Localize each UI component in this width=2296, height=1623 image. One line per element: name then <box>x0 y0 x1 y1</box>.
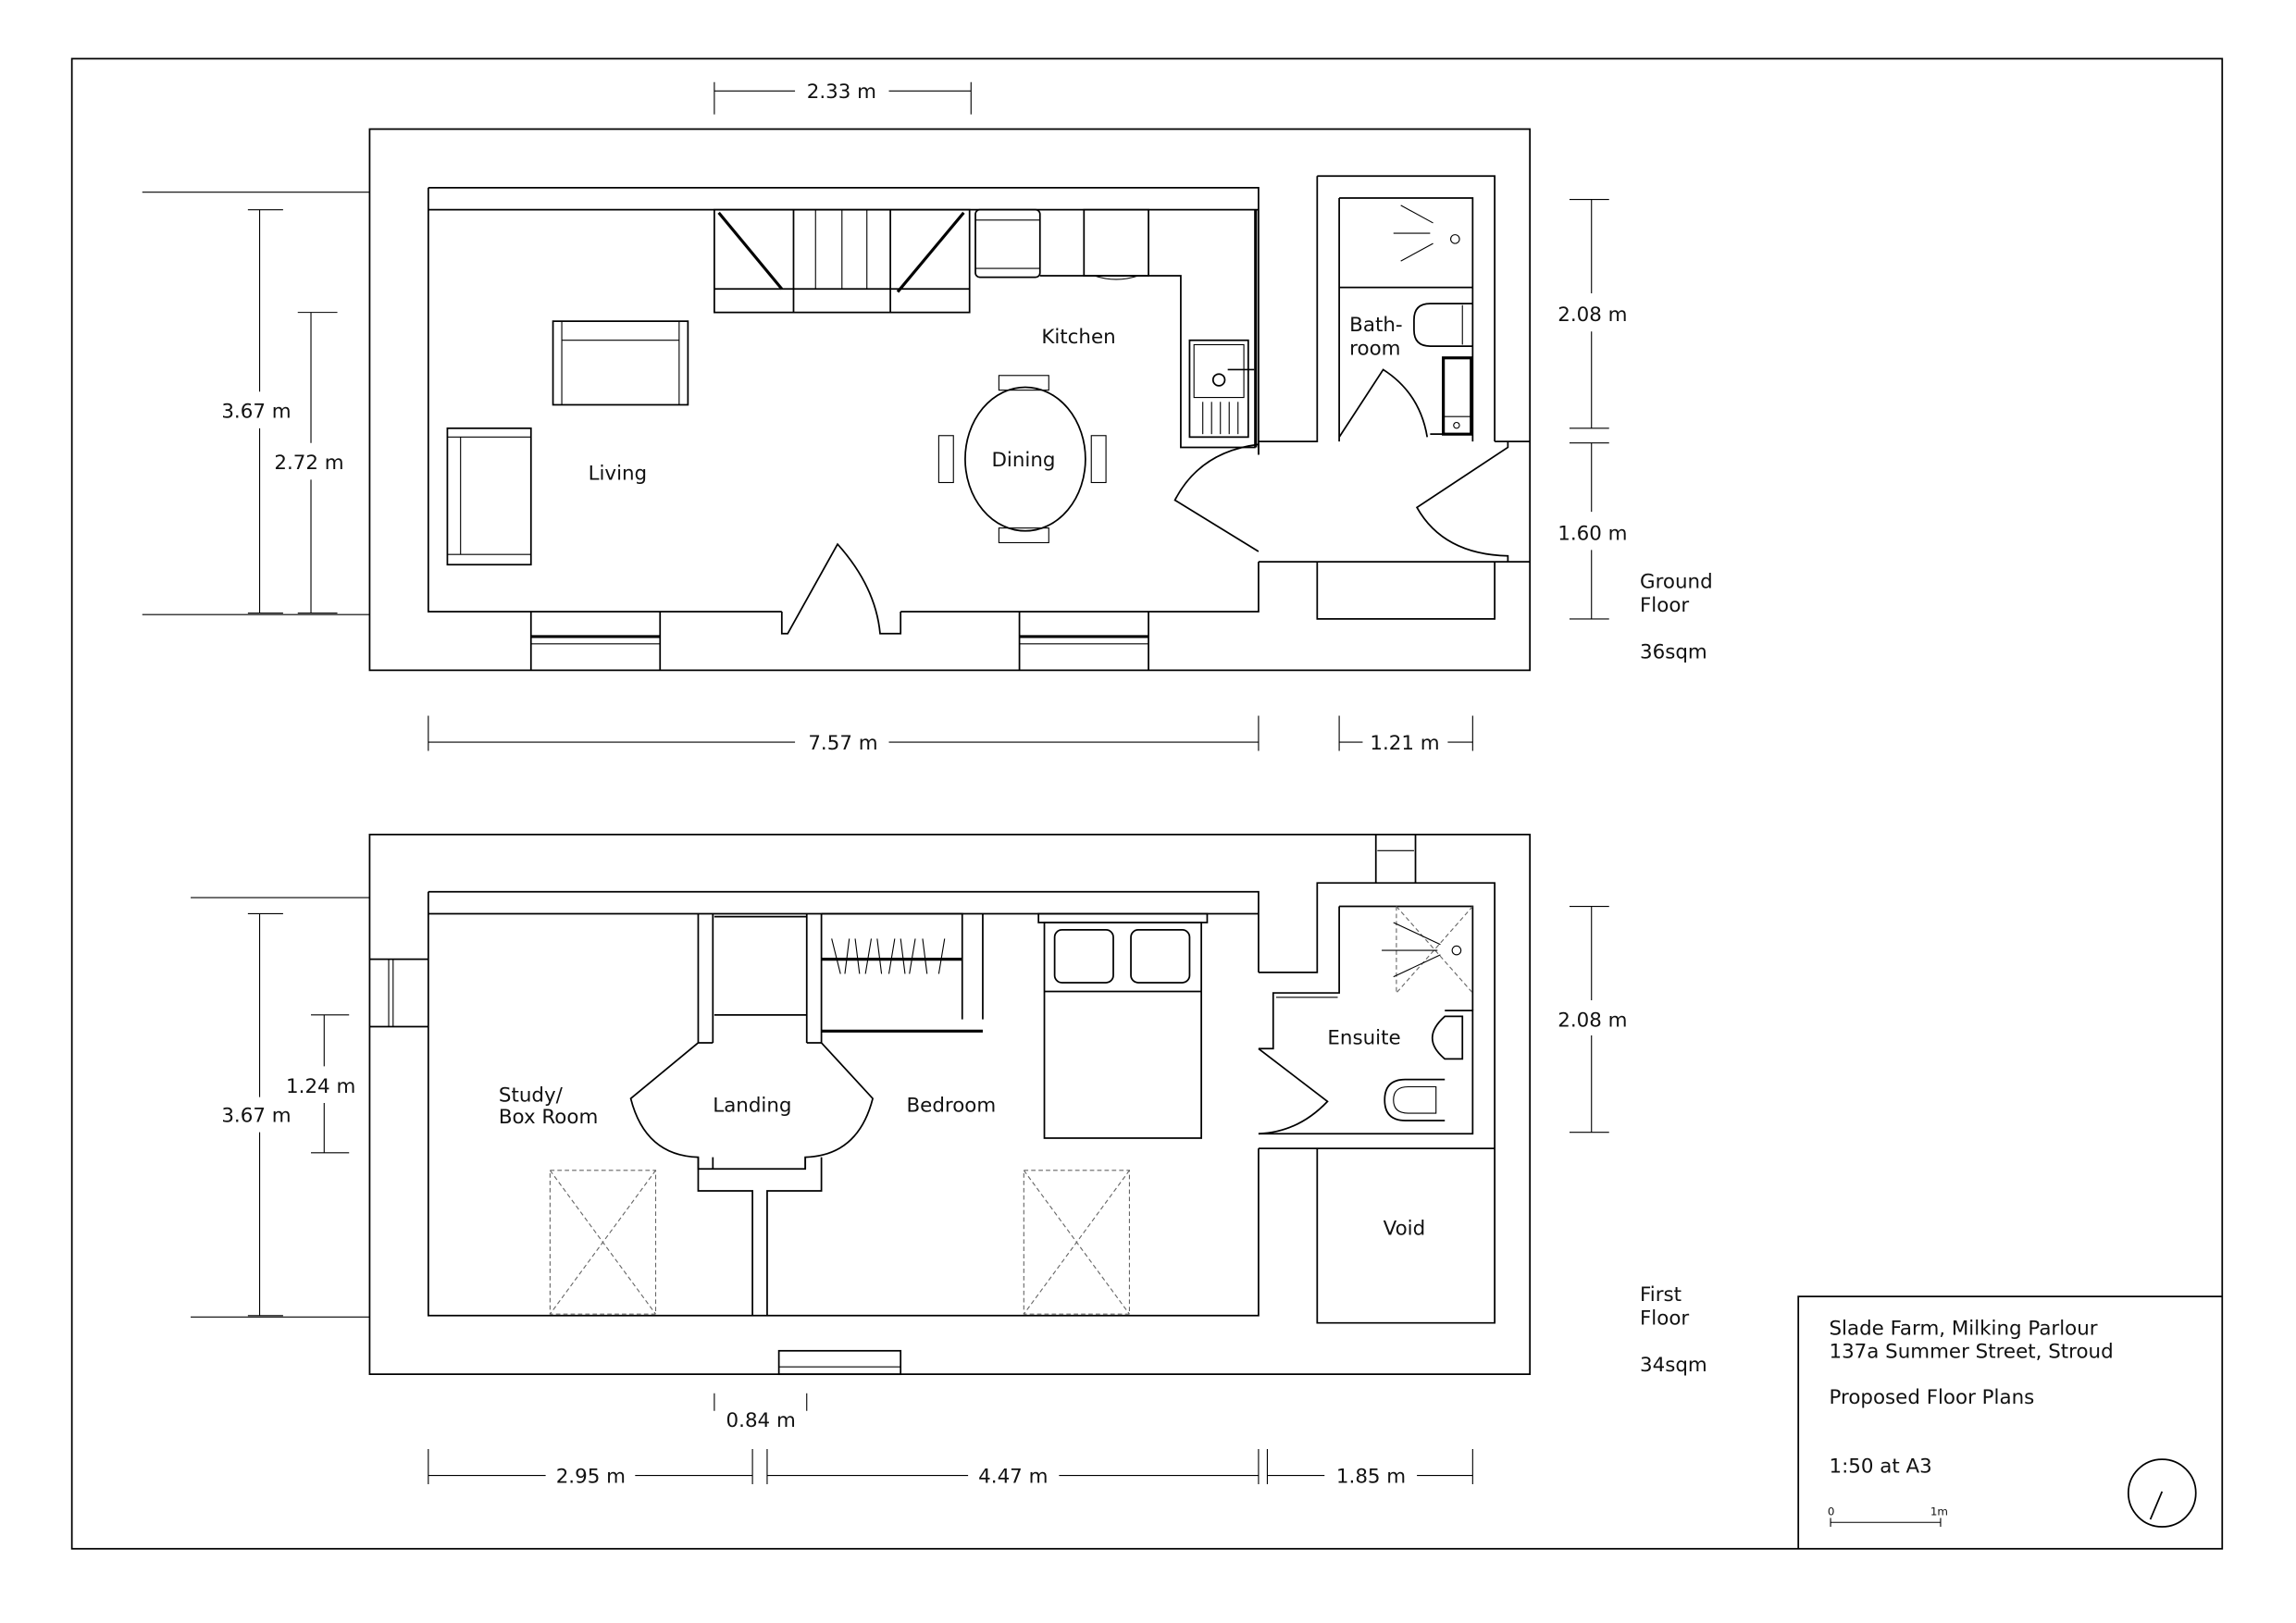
ff-room-study-2: Box Room <box>499 1106 598 1129</box>
gf-area: 36sqm <box>1640 641 1707 664</box>
title-block: Slade Farm, Milking Parlour 137a Summer … <box>1797 1295 2223 1549</box>
gf-shower-icon <box>1393 204 1460 262</box>
gf-window-left <box>529 611 662 671</box>
ff-area: 34sqm <box>1640 1354 1707 1377</box>
ff-landing-walls <box>697 913 823 1044</box>
ff-toilet-icon <box>1384 1078 1446 1121</box>
svg-text:2.33 m: 2.33 m <box>807 81 876 104</box>
svg-text:1.21 m: 1.21 m <box>1370 732 1439 755</box>
scale-bar: 0 1m <box>1828 1505 1948 1528</box>
svg-text:0.84 m: 0.84 m <box>726 1409 796 1432</box>
ff-shower-icon <box>1382 906 1473 994</box>
gf-room-dining: Dining <box>991 449 1055 472</box>
gf-floor-label-1: Ground <box>1640 571 1713 594</box>
gf-floor-label-2: Floor <box>1640 594 1689 617</box>
gf-bathroom-walls <box>1258 175 1496 442</box>
gf-sofa <box>446 427 532 566</box>
gf-dim-right: 2.08 m 1.60 m <box>1558 199 1627 620</box>
ff-landing <box>629 1042 875 1171</box>
gf-front-door[interactable] <box>780 542 902 635</box>
ff-rooflight-bedroom <box>1023 1170 1131 1315</box>
project-address: 137a Summer Street, Stroud <box>1829 1341 2113 1364</box>
gf-outer-wall <box>368 128 1532 672</box>
gf-room-kitchen: Kitchen <box>1041 326 1115 349</box>
gf-dim-bottom: 7.57 m 1.21 m <box>428 715 1473 755</box>
gf-dim-left: 3.67 m 2.72 m <box>142 192 370 615</box>
ff-ensuite-door[interactable] <box>1258 1047 1329 1135</box>
ff-dim-right: 2.08 m <box>1558 905 1627 1134</box>
project-name: Slade Farm, Milking Parlour <box>1829 1317 2097 1340</box>
svg-text:3.67 m: 3.67 m <box>221 401 291 424</box>
sheet-border <box>70 57 2224 1550</box>
gf-toilet-icon <box>1413 303 1473 347</box>
ff-room-landing: Landing <box>713 1094 791 1117</box>
north-arrow-icon <box>2127 1458 2197 1528</box>
svg-text:2.95 m: 2.95 m <box>556 1465 626 1488</box>
ground-floor-plan: Kitchen Dining Living Bath- room 2.33 m … <box>142 81 1713 755</box>
drawing-title: Proposed Floor Plans <box>1829 1386 2034 1409</box>
gf-bathroom-door[interactable] <box>1338 368 1429 438</box>
svg-text:1.24 m: 1.24 m <box>286 1075 355 1098</box>
gf-hall-door[interactable] <box>1173 443 1260 552</box>
gf-dim-top: 2.33 m <box>714 81 972 115</box>
ff-ensuite-walls <box>1258 882 1496 1324</box>
svg-text:2.72 m: 2.72 m <box>274 452 343 475</box>
ff-floor-label-2: Floor <box>1640 1307 1689 1330</box>
ff-bed <box>1037 912 1209 1139</box>
ff-rooflight-study <box>549 1170 657 1315</box>
gf-kitchen-units <box>714 208 1258 449</box>
svg-text:1.60 m: 1.60 m <box>1558 522 1627 545</box>
gf-room-bathroom-2: room <box>1349 338 1400 361</box>
ff-outer-wall <box>368 834 1532 1376</box>
ff-room-bedroom: Bedroom <box>907 1094 997 1117</box>
svg-text:4.47 m: 4.47 m <box>978 1465 1048 1488</box>
ff-dim-bottom: 0.84 m 2.95 m 4.47 m 1.85 m <box>428 1393 1473 1488</box>
ff-room-void: Void <box>1384 1218 1426 1241</box>
ff-window-left <box>369 958 428 1028</box>
gf-room-living: Living <box>589 462 648 485</box>
gf-dining-table <box>937 375 1107 544</box>
ff-vent-top <box>1374 834 1417 884</box>
gf-room-bathroom-1: Bath- <box>1349 314 1402 337</box>
svg-text:2.08 m: 2.08 m <box>1558 304 1627 327</box>
gf-kitchen-sink-icon <box>1188 339 1255 439</box>
ff-window-bottom <box>777 1349 902 1376</box>
gf-armchair <box>552 320 689 406</box>
ff-room-ensuite: Ensuite <box>1327 1027 1400 1050</box>
svg-text:0: 0 <box>1828 1505 1835 1518</box>
svg-text:1.85 m: 1.85 m <box>1336 1465 1406 1488</box>
ff-dim-left: 3.67 m 1.24 m <box>191 897 370 1318</box>
ff-floor-label-1: First <box>1640 1283 1682 1307</box>
drawing-scale: 1:50 at A3 <box>1829 1455 1931 1478</box>
ff-basin-icon <box>1431 1015 1464 1060</box>
svg-text:7.57 m: 7.57 m <box>808 732 877 755</box>
svg-text:1m: 1m <box>1930 1505 1948 1518</box>
first-floor-plan: Study/ Box Room Landing Bedroom Ensuite … <box>191 834 1707 1488</box>
gf-window-right <box>1018 611 1149 671</box>
ff-wardrobe <box>821 912 984 1033</box>
ff-room-study-1: Study/ <box>499 1084 564 1107</box>
svg-text:2.08 m: 2.08 m <box>1558 1010 1627 1033</box>
svg-text:3.67 m: 3.67 m <box>221 1105 291 1128</box>
